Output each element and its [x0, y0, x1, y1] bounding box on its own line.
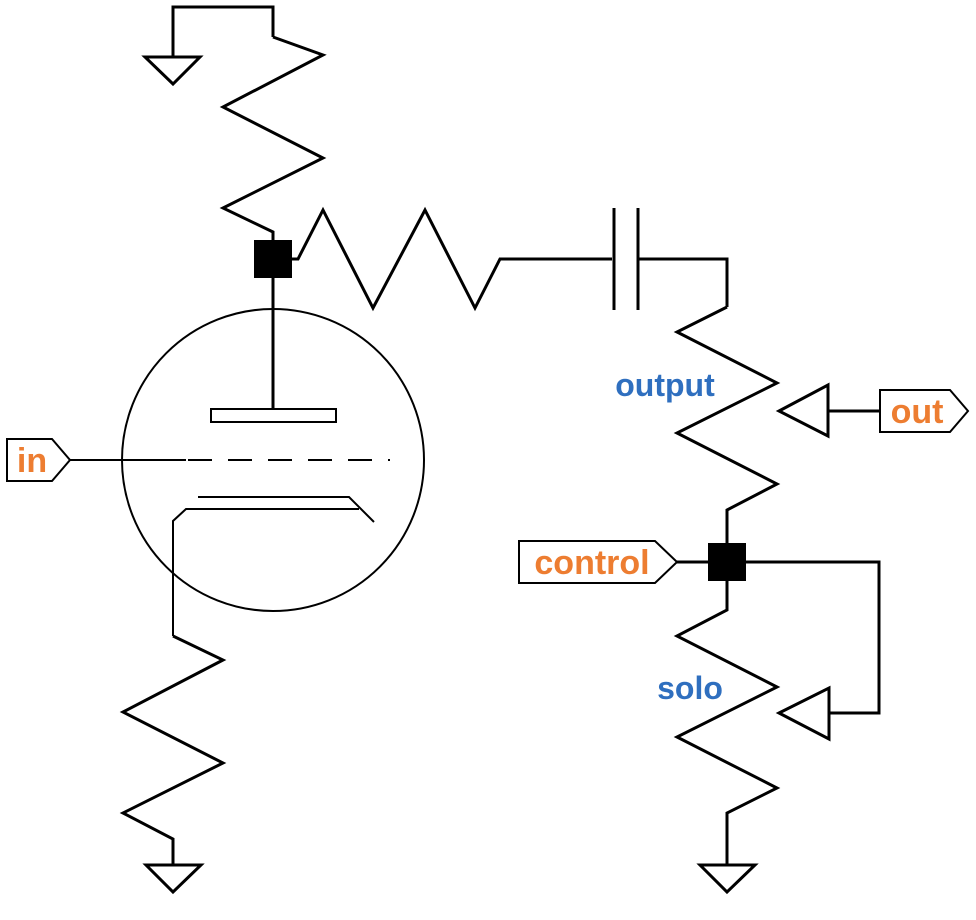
tube-cathode — [172, 496, 375, 636]
output-pot-label: output — [615, 367, 715, 403]
coupling-capacitor — [612, 208, 729, 310]
solo-wiper-arrow — [775, 685, 831, 742]
out-port-label: out — [891, 393, 944, 431]
output-wiper-arrow — [775, 382, 880, 439]
control-junction — [708, 543, 746, 581]
control-port — [518, 540, 679, 584]
output-potentiometer — [673, 305, 781, 545]
cathode-resistor — [119, 634, 227, 865]
in-port-label: in — [17, 442, 47, 480]
vacuum-tube — [70, 278, 425, 636]
control-port-label: control — [534, 544, 649, 582]
tube-plate — [210, 408, 337, 423]
plate-load-resistor — [219, 35, 327, 243]
out-port — [879, 389, 970, 433]
bottom-right-ground-symbol — [696, 863, 759, 895]
series-resistor — [292, 206, 612, 312]
solo-pot-label: solo — [657, 670, 723, 706]
top-ground-symbol — [141, 5, 275, 87]
solo-potentiometer — [673, 581, 781, 865]
bottom-left-ground-symbol — [142, 863, 205, 895]
plate-junction — [254, 240, 292, 278]
in-port — [6, 438, 72, 482]
